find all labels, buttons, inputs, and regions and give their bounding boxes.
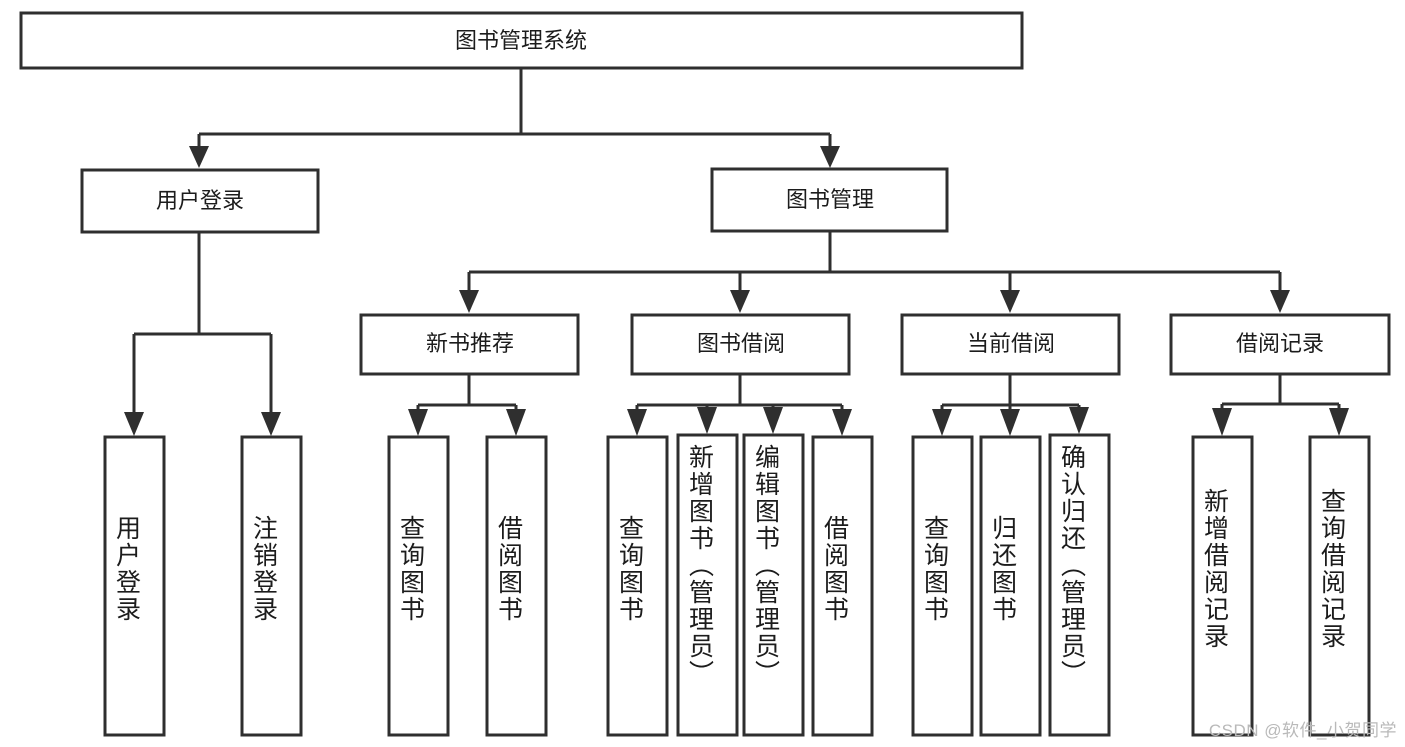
node-new-book-recommend[interactable]: 新书推荐 (359, 313, 580, 376)
arrow-head-icon (1212, 408, 1232, 436)
node-current-borrow-label: 当前借阅 (967, 331, 1055, 356)
connector-borrowrecord-to-leaves (1212, 374, 1349, 436)
arrow-head-icon (1270, 290, 1290, 313)
node-leaf-return-book-box[interactable] (979, 435, 1042, 737)
arrow-head-icon (1000, 409, 1020, 436)
node-current-borrow-box[interactable] (900, 313, 1121, 376)
node-leaf-logout-login-box[interactable] (240, 435, 303, 737)
node-book-management-box[interactable] (710, 167, 949, 233)
arrow-head-icon (932, 409, 952, 436)
arrow-head-icon (408, 409, 428, 436)
node-user-login-box[interactable] (80, 168, 320, 234)
arrow-head-icon (763, 407, 783, 434)
arrow-head-icon (820, 146, 840, 168)
node-leaf-confirm-return-box[interactable] (1048, 433, 1111, 737)
node-leaf-user-login-box[interactable] (103, 435, 166, 737)
node-new-book-recommend-box[interactable] (359, 313, 580, 376)
arrow-head-icon (1329, 408, 1349, 436)
node-leaf-borrow-book-1-box[interactable] (485, 435, 548, 737)
node-leaf-query-book-1-box[interactable] (387, 435, 450, 737)
arrow-head-icon (627, 409, 647, 436)
connector-root-to-level1 (189, 68, 840, 168)
node-leaf-add-book-box[interactable] (676, 433, 739, 737)
node-current-borrow[interactable]: 当前借阅 (900, 313, 1121, 376)
arrow-head-icon (730, 290, 750, 313)
node-root-label: 图书管理系统 (455, 28, 587, 53)
node-book-management-label: 图书管理 (786, 187, 874, 212)
node-borrow-record-box[interactable] (1169, 313, 1391, 376)
node-root-box[interactable] (19, 11, 1024, 70)
connector-newbook-to-leaves (408, 374, 526, 436)
node-leaf-edit-book-box[interactable] (742, 433, 805, 737)
node-new-book-recommend-label: 新书推荐 (426, 331, 514, 356)
node-book-borrow-box[interactable] (630, 313, 851, 376)
node-root[interactable]: 图书管理系统 (19, 11, 1024, 70)
arrow-head-icon (261, 412, 281, 436)
node-book-management[interactable]: 图书管理 (710, 167, 949, 233)
node-borrow-record-label: 借阅记录 (1236, 331, 1324, 356)
node-borrow-record[interactable]: 借阅记录 (1169, 313, 1391, 376)
node-leaf-query-book-2-box[interactable] (606, 435, 669, 737)
node-book-borrow[interactable]: 图书借阅 (630, 313, 851, 376)
arrow-head-icon (1069, 407, 1089, 434)
connector-userlogin-to-leaves (124, 233, 281, 436)
node-leaf-query-book-3-box[interactable] (911, 435, 974, 737)
arrow-head-icon (459, 290, 479, 313)
connector-bookmanagement-to-level2 (459, 232, 1290, 313)
arrow-head-icon (189, 146, 209, 168)
arrow-head-icon (506, 409, 526, 436)
arrow-head-icon (697, 407, 717, 434)
node-leaf-add-record-box[interactable] (1191, 435, 1254, 737)
arrow-head-icon (1000, 290, 1020, 313)
node-user-login-label: 用户登录 (156, 188, 244, 213)
node-leaf-borrow-book-2-box[interactable] (811, 435, 874, 737)
node-book-borrow-label: 图书借阅 (697, 331, 785, 356)
node-leaf-query-record-box[interactable] (1308, 435, 1371, 737)
connector-currentborrow-to-leaves (932, 374, 1089, 436)
csdn-watermark: CSDN @软件_小贺同学 (1208, 721, 1397, 740)
arrow-head-icon (832, 409, 852, 436)
arrow-head-icon (124, 412, 144, 436)
connector-bookborrow-to-leaves (627, 374, 852, 436)
node-user-login[interactable]: 用户登录 (80, 168, 320, 234)
